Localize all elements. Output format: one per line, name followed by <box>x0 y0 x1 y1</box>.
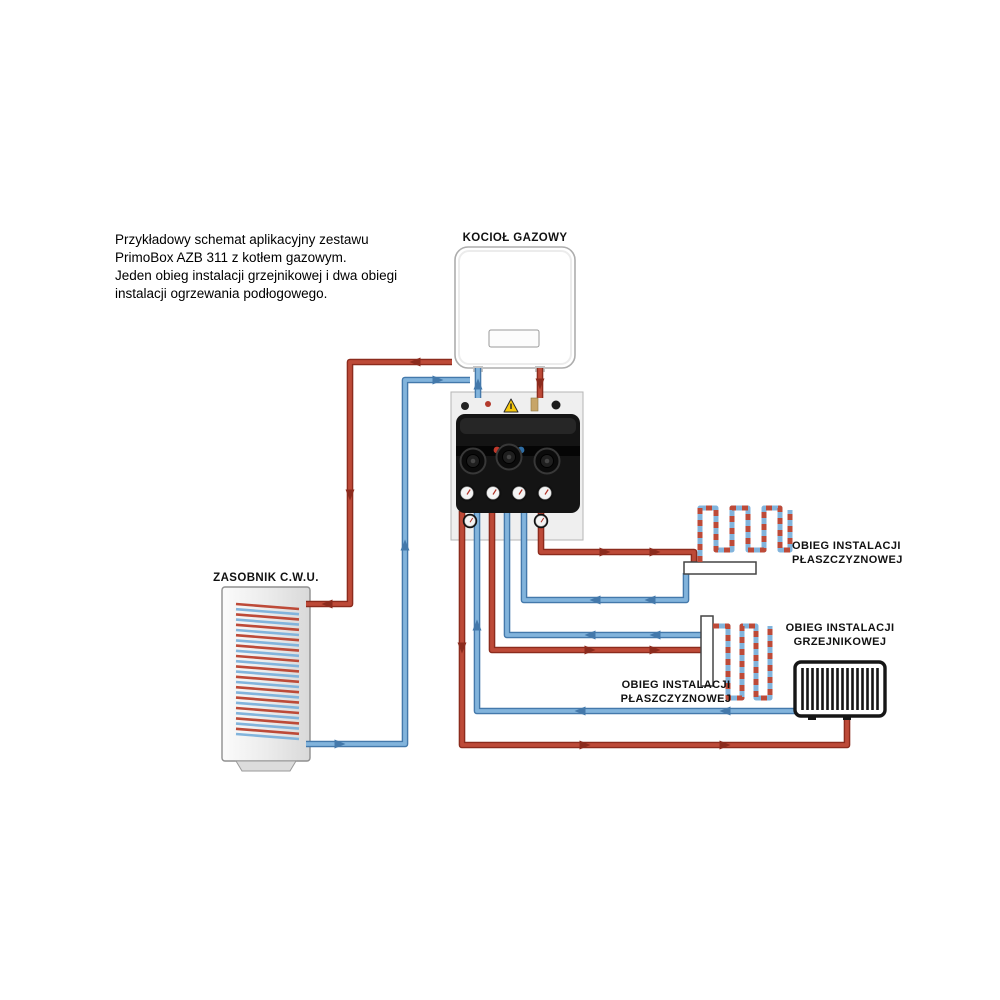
floor-circuit-1-label-line2: PŁASZCZYZNOWEJ <box>792 554 903 566</box>
pump-head <box>459 447 487 475</box>
pump-head <box>533 447 561 475</box>
pressure-gauge <box>483 483 503 503</box>
floor-manifold-bar <box>700 615 714 687</box>
floor-circuit-1 <box>683 505 793 575</box>
radiator-circuit-label-line2: GRZEJNIKOWEJ <box>794 636 887 648</box>
pressure-gauge <box>509 483 529 503</box>
tank-label: ZASOBNIK C.W.U. <box>213 572 319 584</box>
pressure-gauge <box>535 483 555 503</box>
floor-circuit-1-label-line1: OBIEG INSTALACJI <box>792 540 901 552</box>
radiator <box>793 660 887 720</box>
description-text: Przykładowy schemat aplikacyjny zestawu … <box>115 231 475 303</box>
tank-coil <box>235 602 300 741</box>
red-valve-handle <box>485 401 491 407</box>
pipe-dhw-supply <box>306 358 452 608</box>
thermometer-gauge <box>462 513 478 529</box>
air-vent <box>530 397 539 412</box>
radiator-circuit-label-line1: OBIEG INSTALACJI <box>786 622 895 634</box>
pipe-dhw-return <box>306 376 470 748</box>
pressure-gauge <box>457 483 477 503</box>
floor-manifold-bar <box>683 561 757 575</box>
floor-circuit-2-label-line1: OBIEG INSTALACJI <box>622 679 731 691</box>
radiator-fins <box>801 668 879 710</box>
primobox-body-highlight <box>460 418 576 434</box>
boiler-label: KOCIOŁ GAZOWY <box>463 232 568 244</box>
isolation-valve-icon <box>461 402 469 410</box>
description-line: Przykładowy schemat aplikacyjny zestawu <box>115 232 369 247</box>
valve-cap <box>551 400 561 410</box>
tank-base <box>235 760 297 772</box>
primobox-unit <box>456 397 580 529</box>
dhw-tank <box>221 586 311 772</box>
pump-head <box>495 443 523 471</box>
floor-circuit-2 <box>700 615 773 701</box>
floor-circuit-2-label-line2: PŁASZCZYZNOWEJ <box>621 693 732 705</box>
description-line: PrimoBox AZB 311 z kotłem gazowym. <box>115 250 347 265</box>
thermometer-gauge <box>533 513 549 529</box>
gas-boiler <box>454 246 576 372</box>
description-line: Jeden obieg instalacji grzejnikowej i dw… <box>115 268 398 283</box>
description-line: instalacji ogrzewania podłogowego. <box>115 286 328 301</box>
boiler-display <box>488 329 540 348</box>
